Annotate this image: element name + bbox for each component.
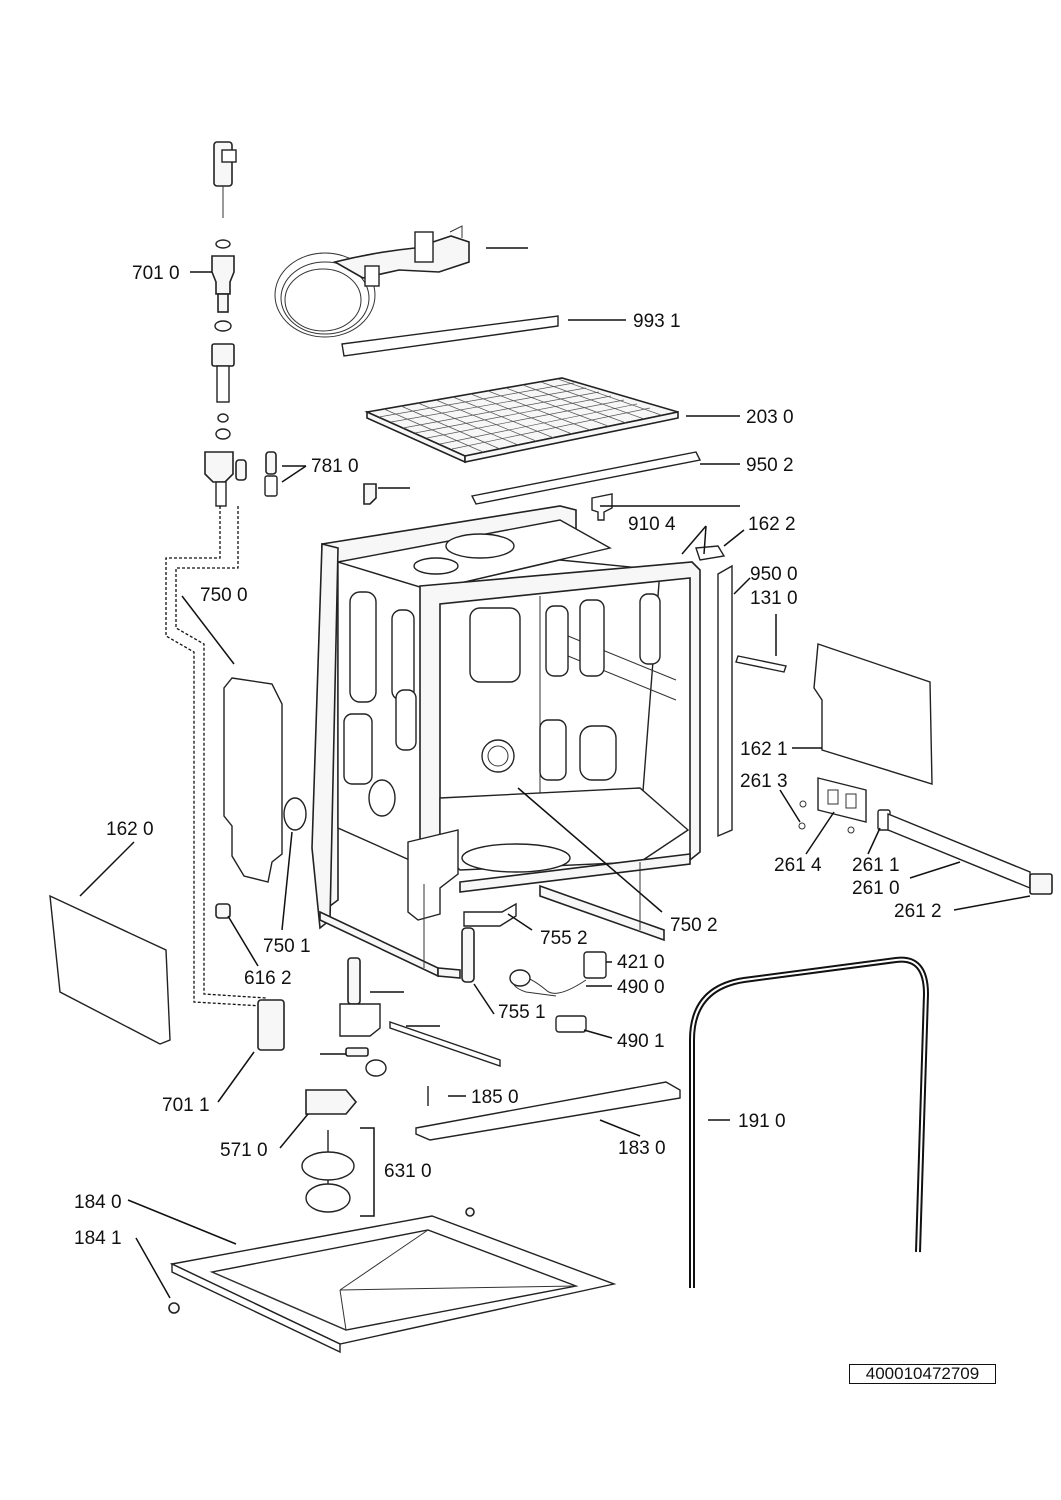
label-750-2: 750 2	[670, 915, 718, 936]
label-755-2: 755 2	[540, 928, 588, 949]
label-755-1: 755 1	[498, 1002, 546, 1023]
screw-tray-right	[465, 1207, 475, 1217]
base-tray	[169, 1215, 617, 1354]
label-261-2: 261 2	[894, 901, 942, 922]
label-781-0: 781 0	[311, 456, 359, 477]
label-261-3: 261 3	[740, 771, 788, 792]
screw-tray	[168, 1302, 180, 1314]
label-631-0: 631 0	[384, 1161, 432, 1182]
side-panel-right	[813, 643, 933, 785]
label-184-1: 184 1	[74, 1228, 122, 1249]
base-strip	[415, 1081, 681, 1141]
label-950-0: 950 0	[750, 564, 798, 585]
hinge-components	[798, 777, 1053, 895]
label-162-1: 162 1	[740, 739, 788, 760]
label-490-1: 490 1	[617, 1031, 665, 1052]
label-185-0: 185 0	[471, 1087, 519, 1108]
springs	[264, 451, 278, 497]
tub-body	[311, 505, 701, 979]
small-bar	[735, 655, 787, 673]
grid-top-panel	[364, 377, 679, 464]
side-strip-top	[470, 451, 702, 505]
label-184-0: 184 0	[74, 1192, 122, 1213]
clip	[363, 483, 377, 505]
label-750-0: 750 0	[200, 585, 248, 606]
front-panel-left	[49, 894, 171, 1045]
label-490-0: 490 0	[617, 977, 665, 998]
drain-pump-area	[301, 957, 501, 1213]
small-clamp	[215, 903, 231, 919]
label-571-0: 571 0	[220, 1140, 268, 1161]
label-421-0: 421 0	[617, 952, 665, 973]
label-162-2: 162 2	[748, 514, 796, 535]
label-910-4: 910 4	[628, 514, 676, 535]
label-950-2: 950 2	[746, 455, 794, 476]
bracket	[591, 493, 613, 521]
flowmeter	[257, 999, 285, 1051]
label-701-1: 701 1	[162, 1095, 210, 1116]
label-261-4: 261 4	[774, 855, 822, 876]
side-strip	[717, 564, 733, 838]
label-261-0: 261 0	[852, 878, 900, 899]
inlet-hose	[274, 225, 470, 338]
gasket-ring	[283, 797, 307, 831]
label-261-1: 261 1	[852, 855, 900, 876]
label-750-1: 750 1	[263, 936, 311, 957]
air-break	[223, 677, 283, 883]
leader-lines	[79, 247, 1031, 1299]
label-701-0: 701 0	[132, 263, 180, 284]
label-993-1: 993 1	[633, 311, 681, 332]
hinge-bracket-top	[695, 545, 726, 561]
insulation-strip	[341, 315, 559, 357]
label-616-2: 616 2	[244, 968, 292, 989]
label-131-0: 131 0	[750, 588, 798, 609]
label-191-0: 191 0	[738, 1111, 786, 1132]
part-labels: 701 0 993 1 203 0 950 2 781 0 910 4 162 …	[74, 263, 942, 1249]
inlet-valve-assembly	[204, 141, 247, 507]
hose-route-outer	[165, 506, 263, 1007]
document-id: 400010472709	[849, 1364, 996, 1384]
pressure-switch-area	[509, 951, 607, 1033]
door-seal	[689, 956, 930, 1288]
holder-bracket	[463, 902, 517, 927]
hose-route-inner	[175, 506, 267, 999]
label-203-0: 203 0	[746, 407, 794, 428]
label-183-0: 183 0	[618, 1138, 666, 1159]
spring-long	[461, 927, 475, 983]
label-162-0: 162 0	[106, 819, 154, 840]
